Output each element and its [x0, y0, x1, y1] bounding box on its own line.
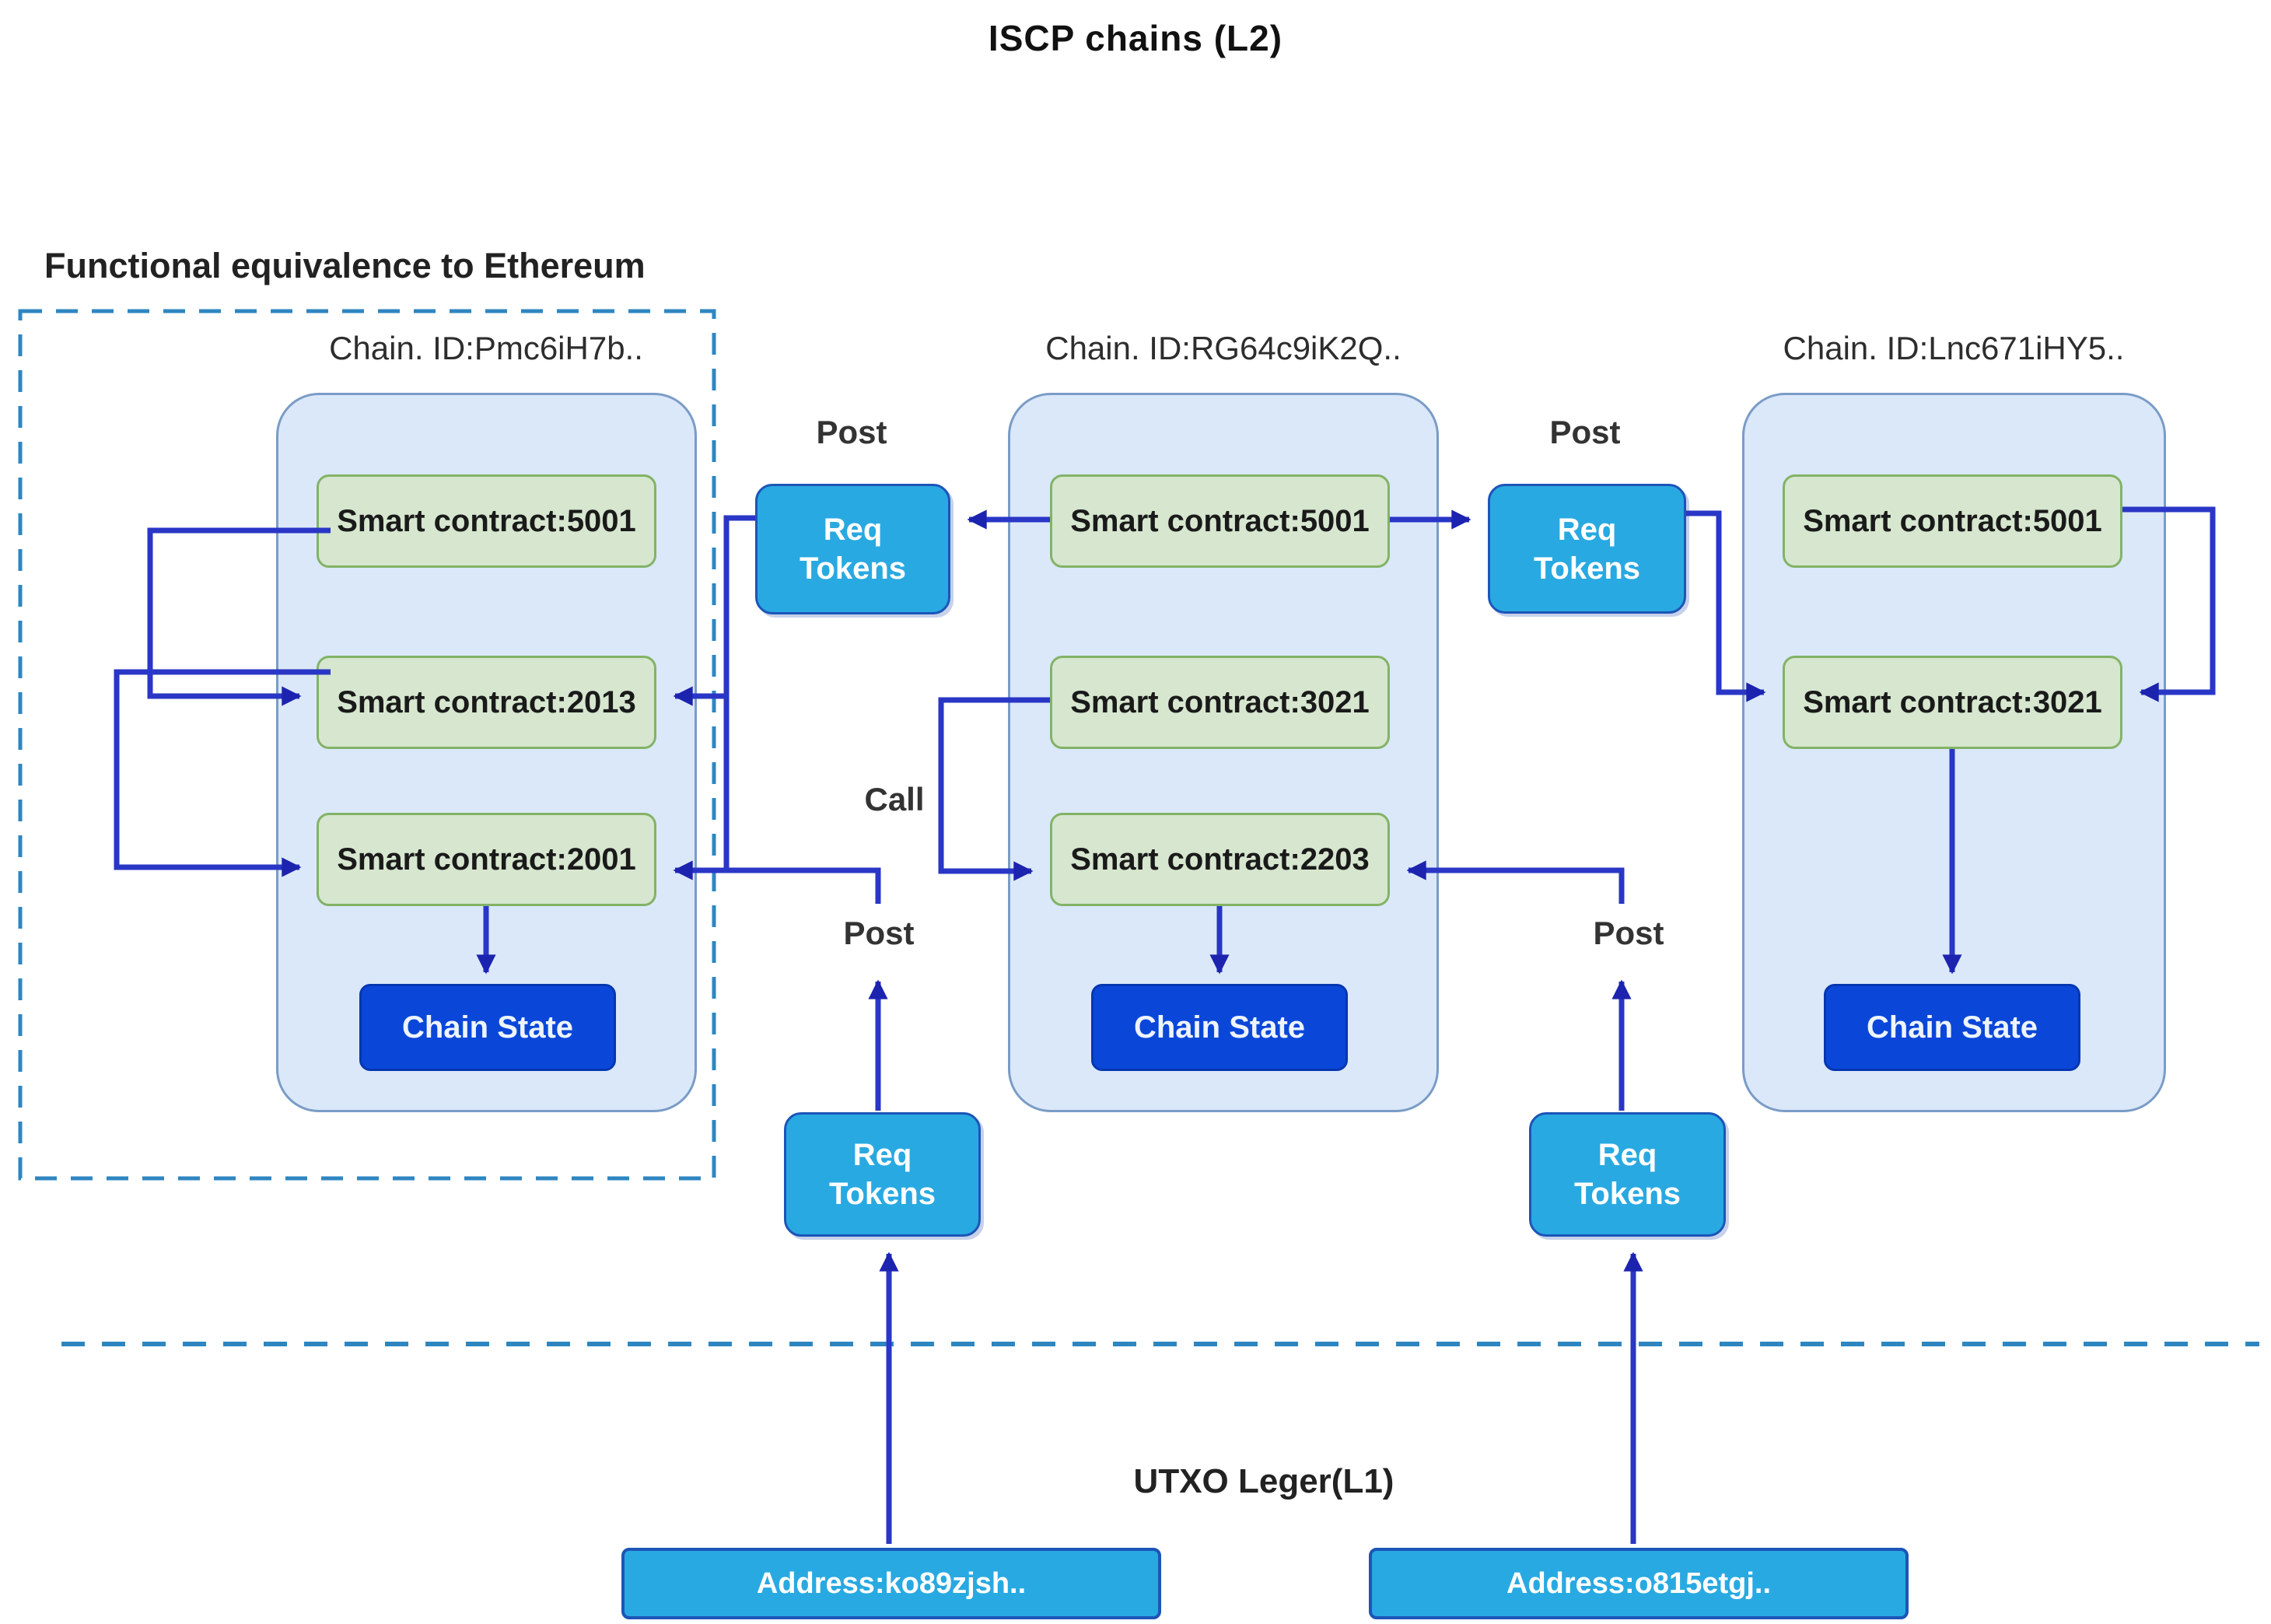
connector-lane-to-c1-2001 [673, 860, 881, 904]
post-label-top-right: Post [1549, 414, 1621, 450]
chain3-state-box: Chain State [1824, 984, 2080, 1071]
utxo-ledger-label: UTXO Leger(L1) [1133, 1462, 1394, 1500]
chain3-contract-3021: Smart contract:3021 [1783, 656, 2122, 749]
req-tokens-box-bottom-right: Req Tokens [1529, 1112, 1726, 1237]
connector-lane-to-c2-2203 [1406, 860, 1625, 904]
req-tokens-label: Req Tokens [799, 513, 907, 586]
chain2-contract-3021: Smart contract:3021 [1050, 656, 1390, 749]
chain2-state-box: Chain State [1091, 984, 1348, 1071]
address-box-right: Address:o815etgj.. [1369, 1548, 1909, 1619]
chain3-id-label: Chain. ID:Lnc671iHY5.. [1783, 330, 2125, 366]
chain2-contract-2203: Smart contract:2203 [1050, 813, 1390, 906]
req-tokens-box-top-right: Req Tokens [1488, 484, 1686, 614]
diagram-title: ISCP chains (L2) [988, 18, 1283, 58]
chain2-contract-5001: Smart contract:5001 [1050, 474, 1390, 568]
chain2-id-label: Chain. ID:RG64c9iK2Q.. [1045, 330, 1401, 366]
chain1-state-box: Chain State [359, 984, 616, 1071]
chain1-id-label: Chain. ID:Pmc6iH7b.. [329, 330, 643, 366]
chain1-contract-2001: Smart contract:2001 [317, 813, 656, 906]
connector-reqtokens1-down [723, 515, 755, 870]
post-label-bottom-right: Post [1593, 915, 1664, 951]
chain1-contract-2013: Smart contract:2013 [317, 656, 656, 749]
post-label-top-left: Post [816, 414, 887, 450]
req-tokens-box-bottom-left: Req Tokens [784, 1112, 981, 1237]
req-tokens-box-top-left: Req Tokens [755, 484, 950, 614]
req-tokens-label: Req Tokens [828, 1138, 936, 1211]
post-label-bottom-left: Post [843, 915, 915, 951]
req-tokens-label: Req Tokens [1533, 512, 1641, 586]
functional-equivalence-label: Functional equivalence to Ethereum [44, 246, 646, 285]
chain1-contract-5001: Smart contract:5001 [317, 474, 656, 568]
call-label: Call [864, 781, 925, 817]
req-tokens-label: Req Tokens [1573, 1138, 1681, 1211]
chain3-contract-5001: Smart contract:5001 [1783, 474, 2122, 568]
address-box-left: Address:ko89zjsh.. [621, 1548, 1161, 1619]
